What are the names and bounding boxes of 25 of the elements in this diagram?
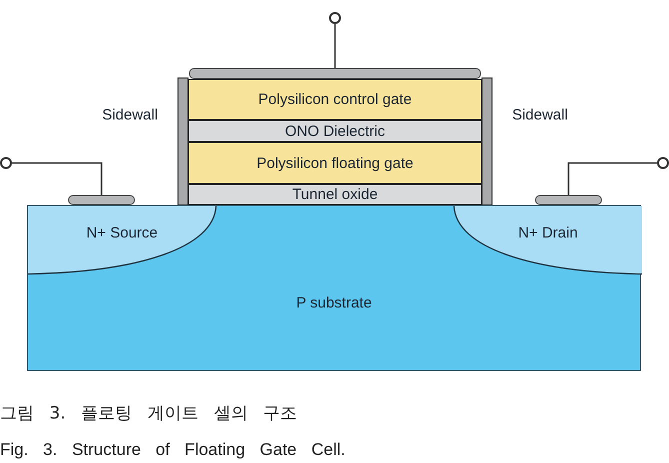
tunnel-oxide-layer [188,184,482,205]
sidewall-label: Sidewall [512,106,568,124]
sidewall-label: Sidewall [102,106,158,124]
region-label: N+ Source [86,224,158,242]
substrate-block [27,205,641,371]
figure-caption: 그림 3. 플로팅 게이트 셀의 구조 [0,402,298,424]
drain-contact [535,195,602,205]
wire [568,162,657,195]
source-contact [68,195,135,205]
layer-label: ONO Dielectric [284,122,385,140]
dielectric-layer [188,120,482,142]
control-gate-layer [188,79,482,120]
layer-label: Polysilicon control gate [258,91,412,108]
terminal-circle [329,12,341,24]
terminal-circle [0,157,12,169]
figure-caption: Fig. 3. Structure of Floating Gate Cell. [0,440,346,460]
layer-label: P substrate [296,294,372,312]
layer-label: Tunnel oxide [292,186,378,203]
layer-label: Polysilicon floating gate [256,154,414,172]
region-label: N+ Drain [518,224,578,242]
terminal-circle [657,157,669,169]
gate-contact [189,68,481,79]
wire [334,24,336,68]
wire [12,162,102,195]
floating-gate-layer [188,142,482,184]
